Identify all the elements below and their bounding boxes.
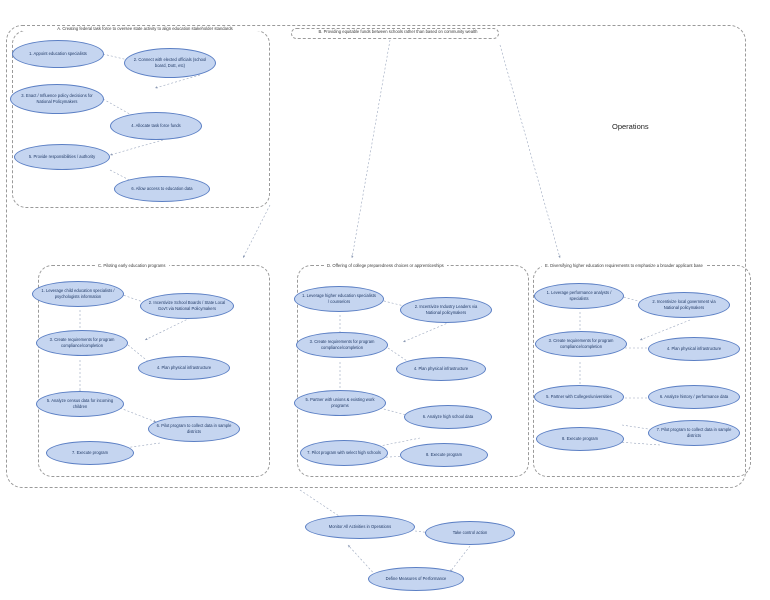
group-label-e: E. Diversifying higher education require…	[542, 263, 706, 268]
node-c6[interactable]: 6. Pilot program to collect data in samp…	[148, 416, 240, 442]
node-d5[interactable]: 5. Partner with unions & existing work p…	[294, 390, 386, 416]
node-a1-label: 1. Appoint education specialists	[29, 51, 87, 57]
node-d7[interactable]: 7. Pilot program with select high school…	[300, 440, 388, 466]
node-c7[interactable]: 7. Execute program	[46, 441, 134, 465]
node-c7-label: 7. Execute program	[71, 450, 109, 456]
node-c6-label: 6. Pilot program to collect data in samp…	[156, 423, 232, 434]
node-e8[interactable]: 8. Execute program	[536, 427, 624, 451]
node-a3-label: 3. Enact / Influence policy decisions fo…	[21, 93, 93, 104]
node-d8-label: 8. Execute program	[425, 452, 463, 458]
node-c2-label: 2. Incentivize School Boards / State Loc…	[148, 300, 226, 311]
node-a5-label: 5. Provide responsibilities / authority	[28, 154, 96, 160]
node-c1[interactable]: 1. Leverage child education specialists …	[32, 281, 124, 307]
operations-title: Operations	[612, 122, 649, 131]
group-box-b	[291, 28, 499, 39]
node-e4[interactable]: 4. Plan physical infrastructure	[648, 337, 740, 361]
node-c5-label: 5. Analyze census data for incoming chil…	[46, 398, 114, 409]
node-e1[interactable]: 1. Leverage performance analysts / speci…	[534, 283, 624, 309]
node-e6[interactable]: 6. Analyze history / performance data	[648, 385, 740, 409]
node-e4-label: 4. Plan physical infrastructure	[666, 346, 722, 352]
node-d8[interactable]: 8. Execute program	[400, 443, 488, 467]
node-a4[interactable]: 4. Allocate task force funds	[110, 112, 202, 140]
group-label-b: B. Providing equitable funds between sch…	[318, 29, 478, 34]
node-monitor-activities[interactable]: Monitor All Activities in Operations	[305, 515, 415, 539]
node-d6-label: 6. Analyze high school data	[422, 414, 474, 420]
node-d2-label: 2. Incentivize Industry Leaders via Nati…	[414, 304, 478, 315]
node-take-control-action[interactable]: Take control action	[425, 521, 515, 545]
node-c2[interactable]: 2. Incentivize School Boards / State Loc…	[140, 293, 234, 319]
group-label-c: C. Piloting early education programs	[95, 263, 169, 268]
node-a3[interactable]: 3. Enact / Influence policy decisions fo…	[10, 84, 104, 114]
node-monitor-activities-label: Monitor All Activities in Operations	[328, 524, 392, 530]
node-e3[interactable]: 3. Create requirements for program compl…	[535, 331, 627, 357]
node-e6-label: 6. Analyze history / performance data	[659, 394, 729, 400]
node-d3[interactable]: 3. Create requirements for program compl…	[296, 332, 388, 358]
group-label-a: A. Creating federal task force to overse…	[22, 26, 268, 31]
node-c4-label: 4. Plan physical infrastructure	[156, 365, 212, 371]
node-a2[interactable]: 2. Connect with elected officials (schoo…	[124, 48, 216, 78]
node-e5[interactable]: 5. Partner with Colleges/universities	[534, 385, 624, 409]
node-e3-label: 3. Create requirements for program compl…	[548, 338, 614, 349]
node-d5-label: 5. Partner with unions & existing work p…	[305, 397, 375, 408]
node-a5[interactable]: 5. Provide responsibilities / authority	[14, 144, 110, 170]
node-c1-label: 1. Leverage child education specialists …	[41, 288, 115, 299]
node-c3[interactable]: 3. Create requirements for program compl…	[36, 330, 128, 356]
node-d6[interactable]: 6. Analyze high school data	[404, 405, 492, 429]
node-d1[interactable]: 1. Leverage higher education specialists…	[294, 286, 384, 312]
node-e8-label: 8. Execute program	[561, 436, 599, 442]
node-c5[interactable]: 5. Analyze census data for incoming chil…	[36, 391, 124, 417]
node-e5-label: 5. Partner with Colleges/universities	[546, 394, 612, 400]
node-d2[interactable]: 2. Incentivize Industry Leaders via Nati…	[400, 297, 492, 323]
node-d4-label: 4. Plan physical infrastructure	[413, 366, 469, 372]
node-d7-label: 7. Pilot program with select high school…	[307, 450, 381, 456]
node-c3-label: 3. Create requirements for program compl…	[49, 337, 115, 348]
node-e7[interactable]: 7. Pilot program to collect data in samp…	[648, 420, 740, 446]
node-d4[interactable]: 4. Plan physical infrastructure	[396, 357, 486, 381]
node-define-measures-label: Define Measures of Performance	[385, 576, 447, 582]
operations-outer-boundary	[6, 25, 746, 488]
node-a4-label: 4. Allocate task force funds	[131, 123, 181, 129]
group-label-d: D. Offering of college preparedness choi…	[324, 263, 447, 268]
node-e7-label: 7. Pilot program to collect data in samp…	[656, 427, 732, 438]
node-define-measures[interactable]: Define Measures of Performance	[368, 567, 464, 591]
node-d3-label: 3. Create requirements for program compl…	[309, 339, 375, 350]
node-a6[interactable]: 6. Allow access to education data	[114, 176, 210, 202]
node-a6-label: 6. Allow access to education data	[131, 186, 193, 192]
node-e1-label: 1. Leverage performance analysts / speci…	[546, 290, 612, 301]
node-e2[interactable]: 2. Incentivize local government via Nati…	[638, 292, 730, 318]
node-a2-label: 2. Connect with elected officials (schoo…	[133, 57, 207, 68]
node-e2-label: 2. Incentivize local government via Nati…	[652, 299, 716, 310]
node-take-control-action-label: Take control action	[452, 530, 488, 536]
node-a1[interactable]: 1. Appoint education specialists	[12, 40, 104, 68]
node-c4[interactable]: 4. Plan physical infrastructure	[138, 356, 230, 380]
node-d1-label: 1. Leverage higher education specialists…	[302, 293, 376, 304]
